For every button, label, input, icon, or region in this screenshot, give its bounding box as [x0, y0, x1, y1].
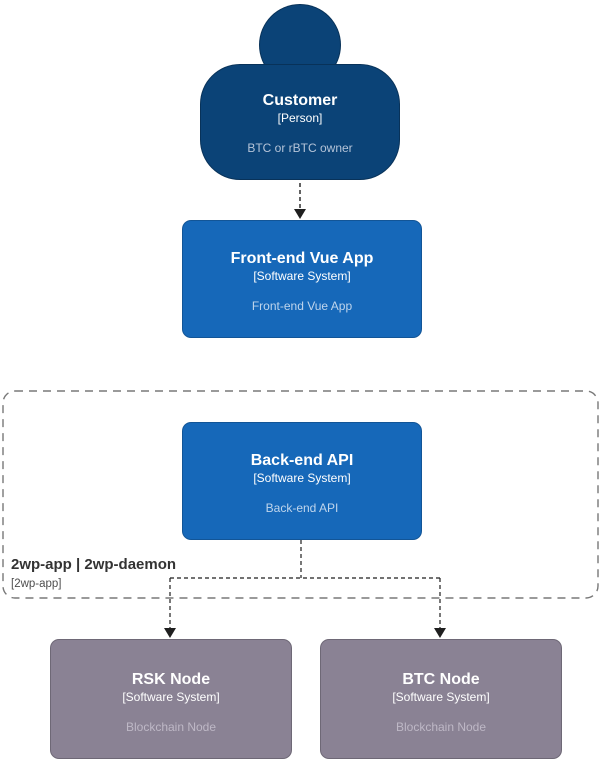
- rsk-node-system-node: RSK Node [Software System] Blockchain No…: [50, 639, 292, 759]
- frontend-system-node: Front-end Vue App [Software System] Fron…: [182, 220, 422, 338]
- arrowhead-icon: [294, 209, 306, 219]
- node-title: RSK Node: [131, 671, 211, 688]
- node-type-label: [Person]: [277, 111, 323, 125]
- backend-system-node: Back-end API [Software System] Back-end …: [182, 422, 422, 540]
- arrowhead-icon: [434, 628, 446, 638]
- node-description: Front-end Vue App: [251, 299, 353, 313]
- customer-person-body: Customer [Person] BTC or rBTC owner: [200, 64, 400, 180]
- node-title: Back-end API: [250, 452, 354, 469]
- node-title: BTC Node: [402, 671, 480, 688]
- boundary-name: 2wp-app | 2wp-daemon: [11, 556, 177, 573]
- node-description: Back-end API: [265, 501, 339, 515]
- arrow-backend-branch: [170, 540, 440, 579]
- node-type-label: [Software System]: [253, 269, 351, 283]
- node-title: Customer: [262, 92, 338, 109]
- arrow-customer-to-frontend: [294, 183, 306, 219]
- arrowhead-icon: [164, 628, 176, 638]
- btc-node-system-node: BTC Node [Software System] Blockchain No…: [320, 639, 562, 759]
- arrow-backend-to-btc: [434, 578, 446, 638]
- boundary-2wp-app-label: 2wp-app | 2wp-daemon [2wp-app]: [11, 556, 176, 591]
- node-description: BTC or rBTC owner: [247, 141, 353, 155]
- node-type-label: [Software System]: [253, 471, 351, 485]
- node-title: Front-end Vue App: [230, 250, 374, 267]
- boundary-type-label: [2wp-app]: [11, 578, 62, 590]
- node-type-label: [Software System]: [392, 690, 490, 704]
- node-type-label: [Software System]: [122, 690, 220, 704]
- node-description: Blockchain Node: [395, 720, 487, 734]
- node-description: Blockchain Node: [125, 720, 217, 734]
